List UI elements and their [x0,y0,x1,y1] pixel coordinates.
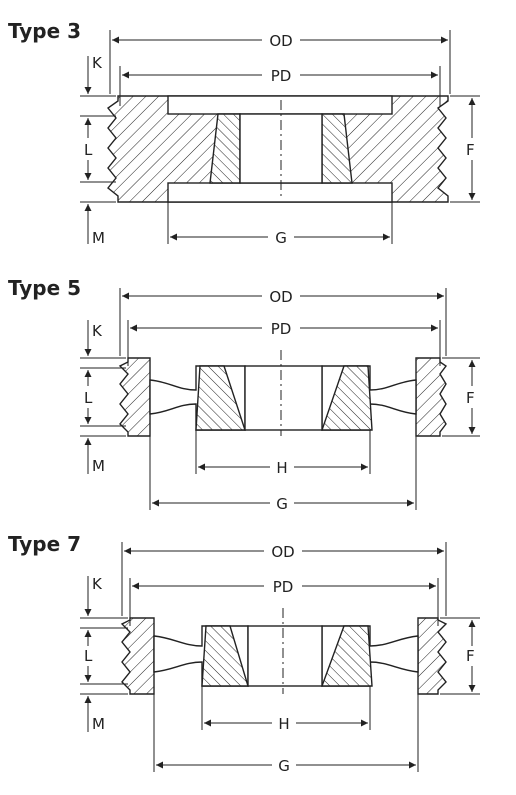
type-7-h-label: H [278,715,289,733]
type-5-h-label: H [276,459,287,477]
type-5-l-label: L [84,389,93,407]
type-3-l-label: L [84,141,93,159]
type-7-dimensions: OD PD K L M F H [80,542,480,775]
type-3-drawing: Type 3 OD PD [8,19,480,247]
type-5-pd-label: PD [271,320,292,338]
type-3-pd-label: PD [271,67,292,85]
type-7-g-label: G [278,757,290,775]
type-5-pulley-section [118,357,448,437]
type-7-l-label: L [84,647,93,665]
type-7-pulley-section [120,617,448,695]
type-3-pulley-section [106,95,449,203]
type-5-g-label: G [276,495,288,513]
type-7-pd-label: PD [273,578,294,596]
type-3-k-label: K [92,54,103,72]
type-5-drawing: Type 5 OD PD [8,276,480,513]
type-5-od-label: OD [269,288,292,306]
type-5-title: Type 5 [8,276,81,300]
type-5-f-label: F [466,389,475,407]
type-3-title: Type 3 [8,19,81,43]
type-5-k-label: K [92,322,103,340]
type-3-dimensions: OD PD K L M F G [80,30,480,247]
type-5-m-label: M [92,457,105,475]
type-7-drawing: Type 7 OD PD [8,532,480,775]
type-7-m-label: M [92,715,105,733]
type-3-m-label: M [92,229,105,247]
type-7-k-label: K [92,575,103,593]
type-3-f-label: F [466,141,475,159]
type-7-title: Type 7 [8,532,81,556]
type-3-g-label: G [275,229,287,247]
type-3-od-label: OD [269,32,292,50]
type-7-f-label: F [466,647,475,665]
type-7-od-label: OD [271,543,294,561]
type-5-dimensions: OD PD K L M F H [80,288,480,513]
